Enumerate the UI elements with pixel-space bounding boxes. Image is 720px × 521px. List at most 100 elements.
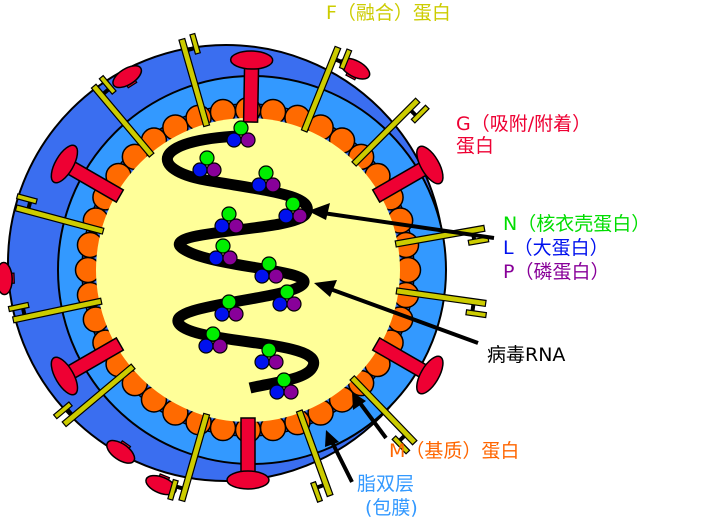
nlp-protein-complex	[214, 206, 244, 234]
p-protein	[268, 268, 284, 284]
f-protein-link	[335, 57, 343, 64]
g-protein-head	[50, 144, 79, 184]
g-protein-head	[145, 474, 177, 496]
p-protein	[292, 208, 308, 224]
g-protein-head	[416, 145, 444, 185]
nlp-protein-complex	[269, 372, 299, 400]
rna-label-text: 病毒RNA	[487, 344, 566, 366]
f-protein-spike	[14, 193, 105, 235]
n-protein	[276, 372, 292, 388]
m-protein-label: M（基质）蛋白	[389, 440, 519, 462]
arrow-m-protein-head	[352, 392, 366, 410]
f-protein-shaft	[394, 224, 486, 248]
m-protein-label-text: M（基质）蛋白	[389, 440, 520, 462]
g-protein-spike	[371, 336, 444, 395]
g-protein-spike-small	[106, 439, 136, 464]
p-protein	[222, 250, 238, 266]
p-protein	[228, 306, 244, 322]
arrow-lipid-bilayer	[328, 437, 354, 483]
g-protein-spike	[50, 336, 125, 396]
n-protein	[199, 150, 215, 166]
f-protein-spike	[7, 297, 103, 324]
p-protein	[268, 354, 284, 370]
n-protein	[261, 256, 277, 272]
p-protein	[286, 296, 302, 312]
g-protein-spike	[226, 417, 270, 490]
f-protein-spike	[349, 374, 418, 455]
rna-label: 病毒RNA	[487, 344, 565, 366]
g-protein-head	[112, 65, 143, 89]
label-arrows	[308, 203, 495, 483]
lipid-bilayer-label-line2: (包膜)	[365, 497, 418, 519]
arrow-rna	[321, 284, 479, 345]
n-protein	[233, 120, 249, 136]
n-protein	[258, 165, 274, 181]
g-protein-head	[416, 355, 444, 395]
n-protein	[215, 238, 231, 254]
arrow-nlp-head	[308, 203, 330, 220]
nlp-protein-complex	[214, 294, 244, 322]
g-protein-head	[50, 356, 79, 396]
f-protein-link	[470, 304, 476, 311]
nlp-protein-complex	[192, 150, 222, 178]
g-protein-head	[226, 470, 270, 490]
f-protein-link	[316, 483, 324, 490]
f-protein-spike	[90, 74, 155, 158]
n-protein	[285, 196, 301, 212]
f-protein-shaft	[349, 374, 418, 446]
f-protein-shaft	[90, 83, 155, 158]
f-protein-bit	[391, 435, 411, 455]
nlp-protein-complex	[278, 196, 308, 224]
p-protein	[228, 218, 244, 234]
g-protein-head	[229, 50, 274, 70]
nlp-protein-labels: N（核衣壳蛋白） L（大蛋白） P（磷蛋白）	[503, 212, 650, 284]
p-protein	[265, 177, 281, 193]
f-protein-bit	[465, 309, 488, 319]
f-protein-shaft	[14, 204, 105, 235]
n-protein	[221, 206, 237, 222]
lipid-bilayer-label-line1: 脂双层	[357, 473, 415, 495]
f-protein-spike	[300, 45, 353, 133]
f-protein-spike	[178, 32, 211, 128]
nlp-protein-complex	[226, 120, 256, 148]
f-protein-shaft	[395, 287, 487, 308]
f-protein-bit	[15, 193, 38, 205]
p-protein-label: P（磷蛋白）	[503, 261, 610, 283]
g-protein-label: G（吸附/附着） 蛋白	[456, 113, 591, 157]
f-protein-spike	[351, 97, 430, 167]
g-protein-spike-small	[112, 65, 143, 89]
n-protein	[221, 294, 237, 310]
n-protein	[279, 284, 295, 300]
p-protein	[283, 384, 299, 400]
g-protein-label-line1: G（吸附/附着）	[456, 113, 592, 135]
f-protein-shaft	[295, 409, 334, 498]
n-protein	[261, 342, 277, 358]
g-protein-spike	[229, 50, 274, 123]
arrow-m-protein	[355, 397, 388, 440]
f-protein-label-text: F（融合）蛋白	[326, 2, 451, 24]
f-protein-spike	[167, 412, 211, 503]
f-protein-link	[26, 201, 33, 209]
nucleocapsid-proteins	[192, 120, 308, 400]
f-protein-bit	[310, 480, 324, 503]
f-protein-label: F（融合）蛋白	[326, 2, 451, 24]
g-protein-spike	[371, 145, 444, 204]
f-protein-shaft	[178, 37, 211, 128]
arrow-nlp	[315, 210, 495, 240]
g-protein-spike	[50, 144, 125, 204]
f-protein-link	[175, 484, 183, 491]
surface-proteins	[0, 32, 490, 503]
nlp-protein-complex	[254, 256, 284, 284]
l-protein-label: L（大蛋白）	[503, 237, 609, 259]
f-protein-bit	[410, 104, 430, 124]
f-protein-link	[187, 46, 195, 52]
f-protein-bit	[189, 32, 202, 55]
p-protein	[206, 162, 222, 178]
g-protein-spike-small	[339, 57, 371, 81]
f-protein-bit	[167, 478, 179, 501]
f-protein-bit	[338, 48, 353, 71]
f-protein-spike	[394, 224, 490, 248]
nlp-protein-complex	[198, 326, 228, 354]
nlp-protein-complex	[272, 284, 302, 312]
f-protein-bit	[98, 74, 117, 95]
